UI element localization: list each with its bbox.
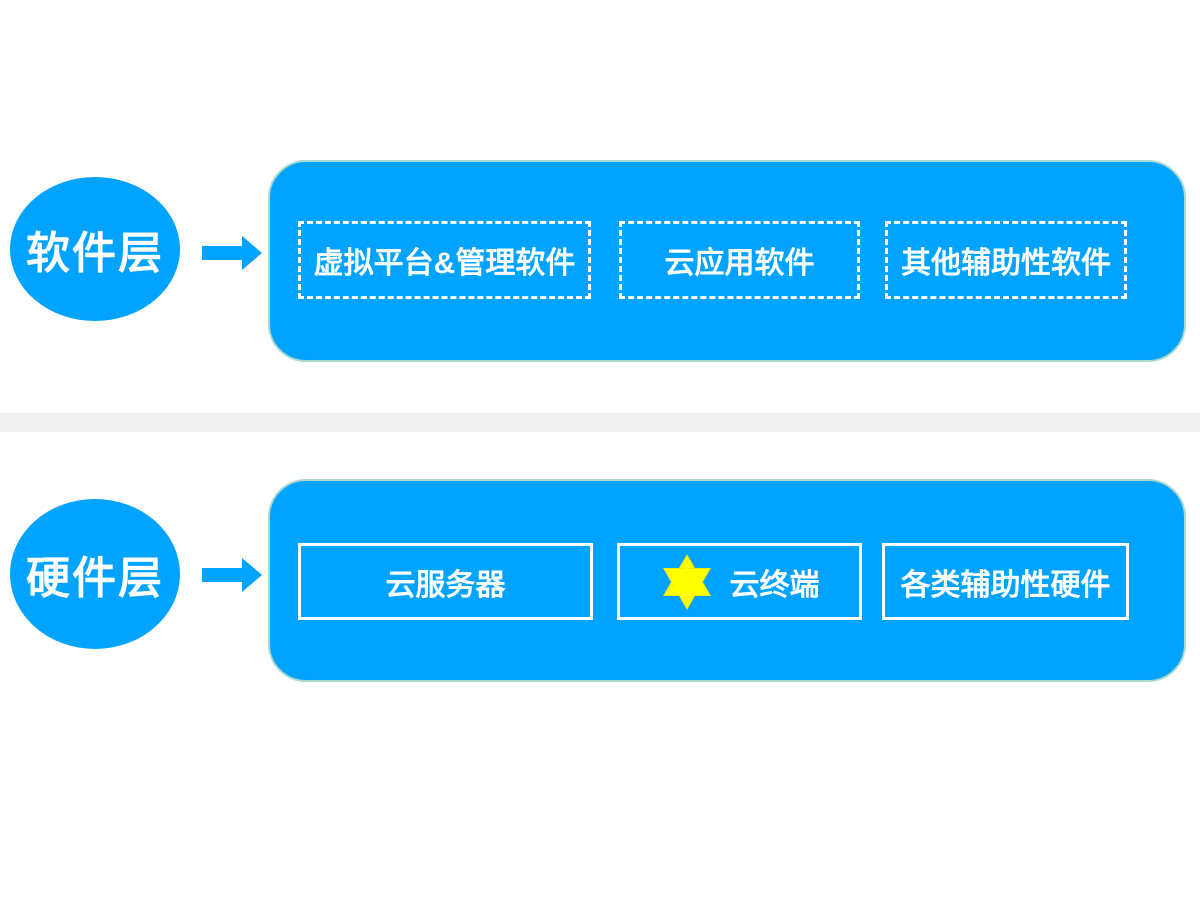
- box-aux-hardware: 各类辅助性硬件: [882, 543, 1129, 620]
- right-arrow-icon: [202, 236, 262, 270]
- software-layer-label: 软件层: [26, 229, 164, 278]
- box-label: 云服务器: [385, 568, 506, 602]
- right-arrow-icon: [202, 558, 262, 592]
- six-pointed-star-icon: [662, 553, 711, 610]
- box-cloud-server: 云服务器: [298, 543, 593, 620]
- box-virtual-platform-software: 虚拟平台&管理软件: [298, 221, 591, 299]
- box-label: 云终端: [729, 568, 820, 602]
- section-divider: [0, 413, 1200, 432]
- box-label: 云应用软件: [664, 247, 815, 280]
- box-cloud-app-software: 云应用软件: [619, 221, 860, 299]
- hardware-layer-label: 硬件层: [26, 554, 164, 603]
- hardware-layer-circle: 硬件层: [10, 499, 180, 649]
- box-label: 各类辅助性硬件: [900, 568, 1111, 602]
- box-cloud-terminal: 云终端: [617, 543, 862, 620]
- box-label: 其他辅助性软件: [901, 247, 1111, 280]
- box-other-aux-software: 其他辅助性软件: [885, 221, 1127, 299]
- software-panel: 虚拟平台&管理软件 云应用软件 其他辅助性软件: [268, 160, 1186, 362]
- software-layer-circle: 软件层: [10, 177, 180, 321]
- hardware-panel: 云服务器 云终端 各类辅助性硬件: [268, 479, 1186, 682]
- box-label: 虚拟平台&管理软件: [313, 247, 576, 280]
